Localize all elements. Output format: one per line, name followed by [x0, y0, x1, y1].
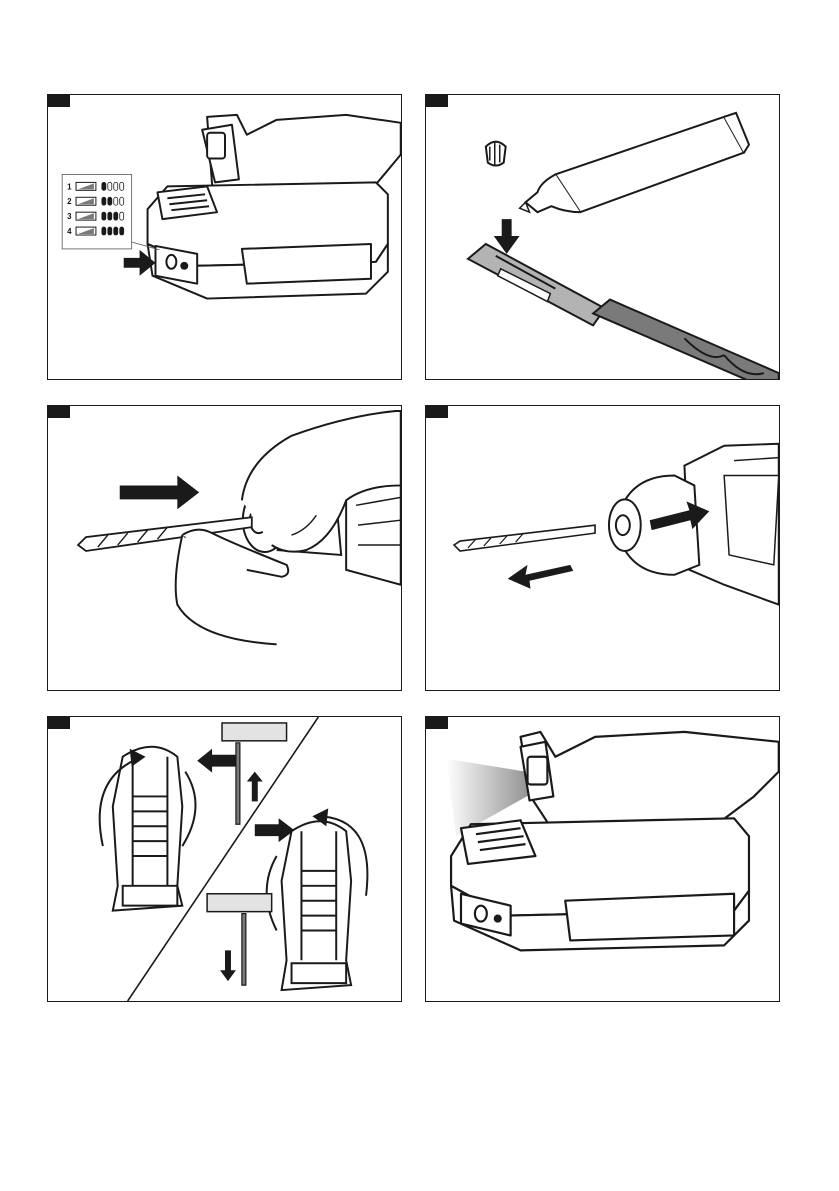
figure-number-tab: [48, 717, 70, 729]
drill-front-view-icon: [282, 821, 352, 990]
material-block-icon: [222, 723, 287, 741]
level-bar: [102, 197, 106, 205]
level-bar: [102, 212, 106, 220]
level-bar: [108, 197, 112, 205]
level-bar: [108, 227, 112, 235]
level-label: 2: [67, 197, 72, 206]
work-light-icon: [528, 757, 548, 785]
figure-number-tab: [426, 406, 448, 418]
level-bar: [102, 182, 106, 190]
figure-number-tab: [426, 95, 448, 107]
drill-front-view-icon: [113, 747, 183, 911]
arrow-right-icon: [255, 818, 295, 842]
figure-1-battery-level: 1 2 3 4: [47, 94, 402, 380]
drill-bit-icon: [454, 525, 595, 551]
battery-illustration: 1 2 3 4: [48, 95, 401, 379]
sds-drill-bit-icon: [468, 244, 779, 379]
level-label: 1: [67, 182, 72, 191]
figure-3-insert-bit: [47, 405, 402, 691]
level-bar: [120, 212, 124, 220]
level-bar: [108, 182, 112, 190]
level-bar: [120, 182, 124, 190]
arrow-right-icon: [120, 476, 199, 510]
figure-6-work-light: [425, 716, 780, 1002]
figure-number-tab: [48, 406, 70, 418]
grease-tube-icon: [555, 117, 744, 212]
level-bar: [102, 227, 106, 235]
level-bar: [114, 197, 118, 205]
arrow-left-icon: [197, 749, 237, 773]
level-bar: [114, 227, 118, 235]
level-label: 3: [67, 212, 72, 221]
level-bar: [114, 212, 118, 220]
grease-cap-icon: [486, 142, 506, 166]
figure-number-tab: [426, 717, 448, 729]
level-bar: [120, 227, 124, 235]
level-bar: [120, 197, 124, 205]
arrow-down-icon: [220, 950, 236, 981]
figure-4-remove-bit: [425, 405, 780, 691]
level-bar: [114, 182, 118, 190]
arrow-down-icon: [494, 219, 520, 254]
arrow-up-icon: [247, 772, 263, 802]
level-label: 4: [67, 227, 72, 236]
arrow-left-icon: [508, 565, 574, 589]
figure-2-grease-shank: [425, 94, 780, 380]
level-bar: [108, 212, 112, 220]
figure-5-rotation-direction: [47, 716, 402, 1002]
figure-number-tab: [48, 95, 70, 107]
material-block-icon: [207, 894, 272, 912]
